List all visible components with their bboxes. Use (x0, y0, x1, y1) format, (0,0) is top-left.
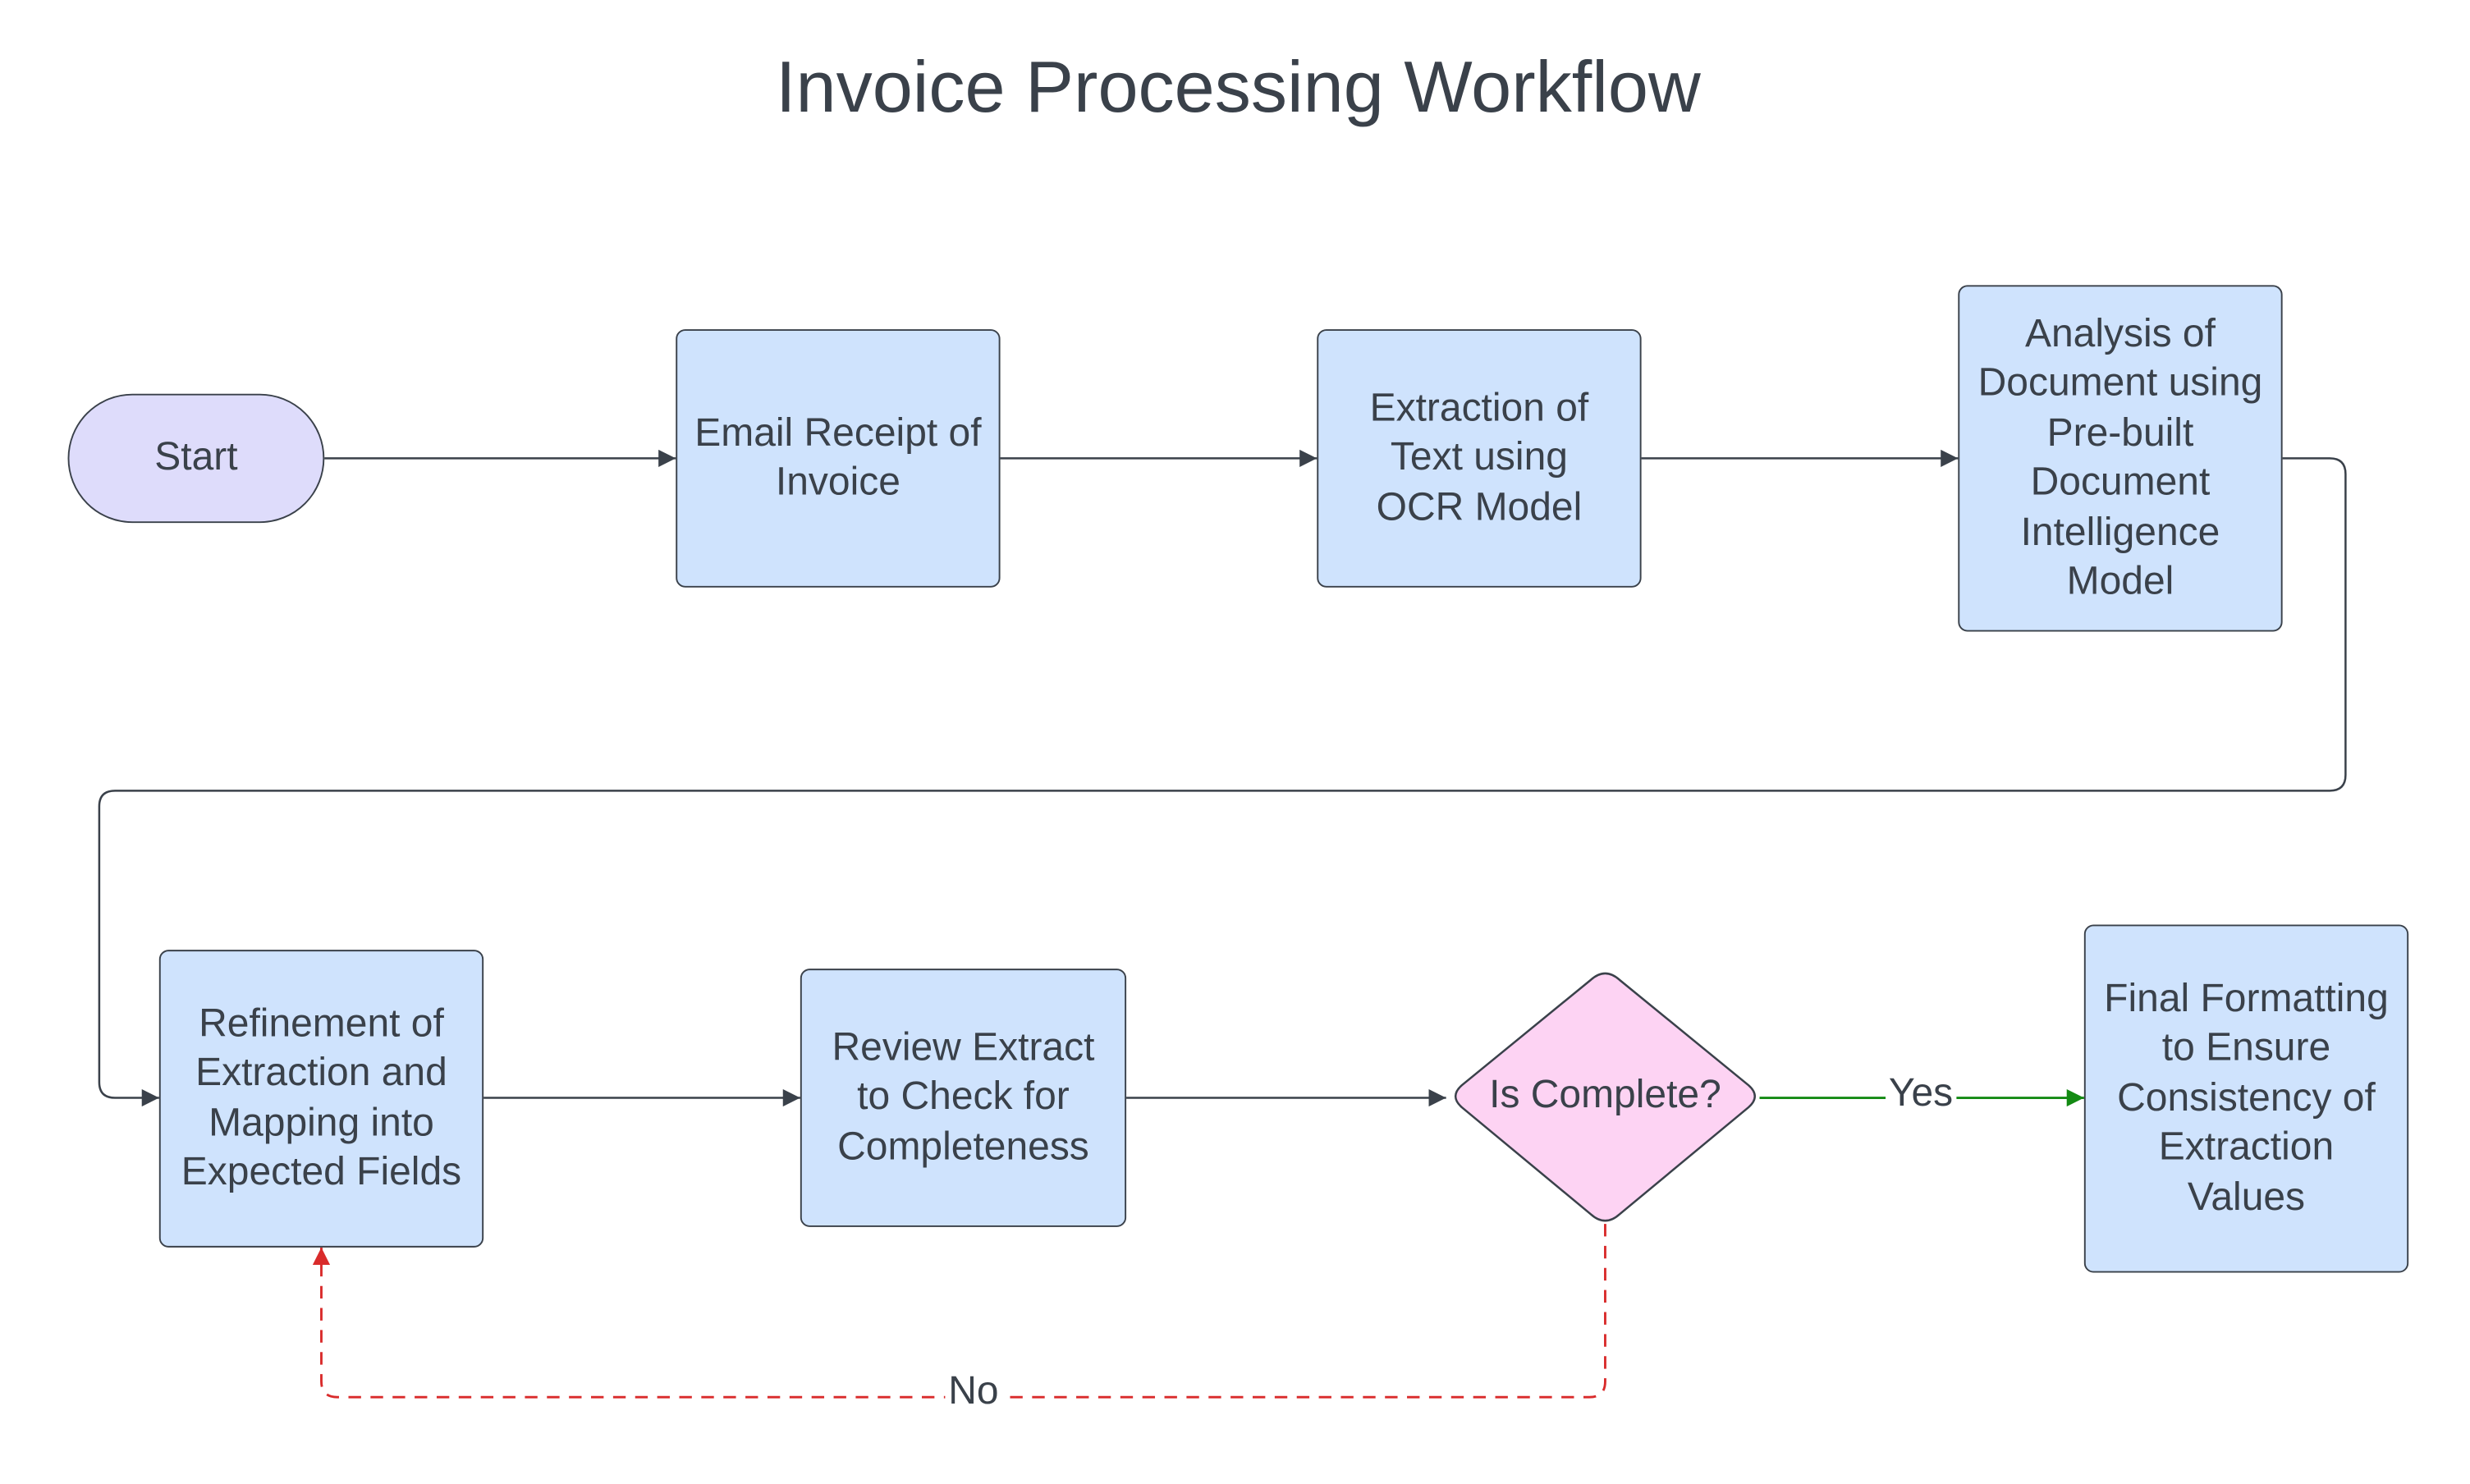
edge-analysis-to-refine (98, 457, 2347, 1107)
diagram-title: Invoice Processing Workflow (775, 45, 1701, 128)
document-analysis-node: Analysis of Document using Pre-built Doc… (1958, 285, 2283, 632)
edge-no (312, 1224, 1606, 1399)
decision-diamond (1454, 972, 1757, 1222)
yes-edge-label: Yes (1886, 1070, 1957, 1115)
ocr-extraction-node: Extraction of Text using OCR Model (1317, 329, 1642, 588)
decision-label: Is Complete? (1489, 1073, 1721, 1118)
no-edge-label: No (945, 1368, 1002, 1413)
start-node: Start (67, 393, 325, 524)
refinement-node: Refinement of Extraction and Mapping int… (158, 950, 484, 1248)
review-node: Review Extract to Check for Completeness (800, 969, 1127, 1227)
email-receipt-node: Email Receipt of Invoice (676, 329, 1001, 588)
final-formatting-node: Final Formatting to Ensure Consistency o… (2083, 924, 2409, 1273)
